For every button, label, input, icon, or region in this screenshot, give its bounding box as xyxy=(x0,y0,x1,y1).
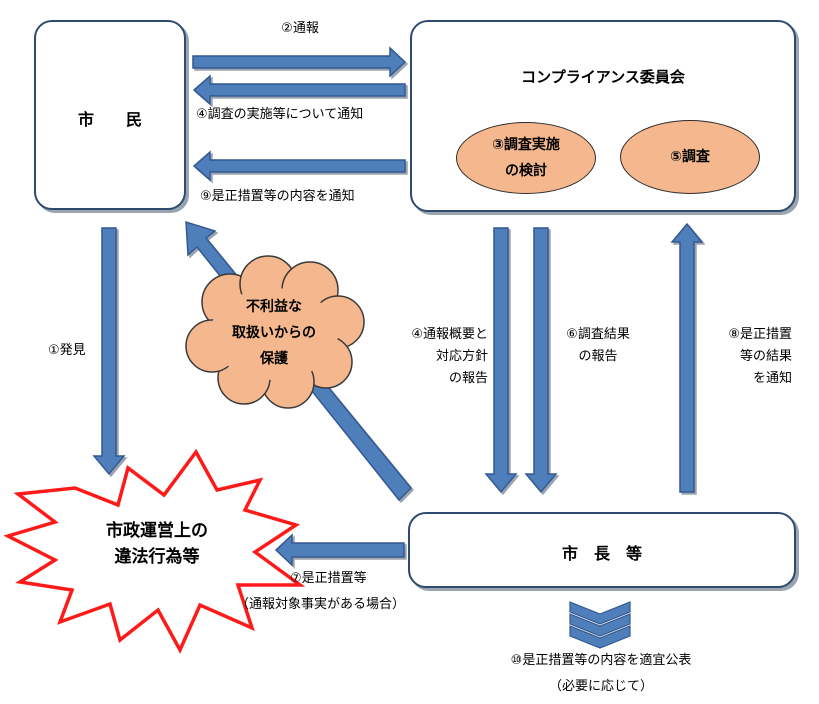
citizen-title: 市 民 xyxy=(77,110,142,129)
mayor-title: 市 長 等 xyxy=(561,544,642,563)
violation-text: 市政運営上の 違法行為等 xyxy=(106,521,208,567)
label-result-report: ⑥調査結果 の報告 xyxy=(566,327,630,364)
violation-burst xyxy=(3,448,306,654)
label-corrective-measure-note: （通報対象事実がある場合） xyxy=(236,597,406,612)
arrow-report xyxy=(192,46,407,78)
arrow-result-report xyxy=(524,227,558,494)
arrow-corrective-result xyxy=(670,222,704,493)
label-report: ②通報 xyxy=(281,21,319,36)
label-publication: ⑩是正措置等の内容を適宜公表 xyxy=(510,653,692,668)
chevron-down-icon xyxy=(569,601,631,649)
mayor-box: 市 長 等 xyxy=(408,512,796,588)
arrow-discovery xyxy=(92,227,126,476)
arrow-corrective-measure xyxy=(274,533,405,567)
arrow-notify-investigation xyxy=(192,74,406,106)
label-corrective-result: ⑧是正措置 等の結果 を通知 xyxy=(728,327,792,386)
label-notify-investigation: ④調査の実施等について通知 xyxy=(196,107,364,122)
label-publication-note: （必要に応じて） xyxy=(548,679,653,694)
investigation-review-node: ③調査実施 の検討 xyxy=(456,122,596,194)
arrow-summary-report xyxy=(484,227,518,494)
arrow-notify-corrective xyxy=(192,150,406,182)
label-discovery: ①発見 xyxy=(48,343,86,358)
investigation-node: ⑤調査 xyxy=(620,120,760,194)
label-corrective-measure: ⑦是正措置等 xyxy=(290,571,367,586)
committee-title: コンプライアンス委員会 xyxy=(521,68,685,86)
label-notify-corrective: ⑨是正措置等の内容を通知 xyxy=(200,189,355,204)
protection-text: 不利益な 取扱いからの 保護 xyxy=(232,299,316,367)
label-summary-report: ④通報概要と 対応方針 の報告 xyxy=(411,327,488,386)
protection-cloud xyxy=(185,255,365,409)
citizen-box: 市 民 xyxy=(34,20,186,210)
